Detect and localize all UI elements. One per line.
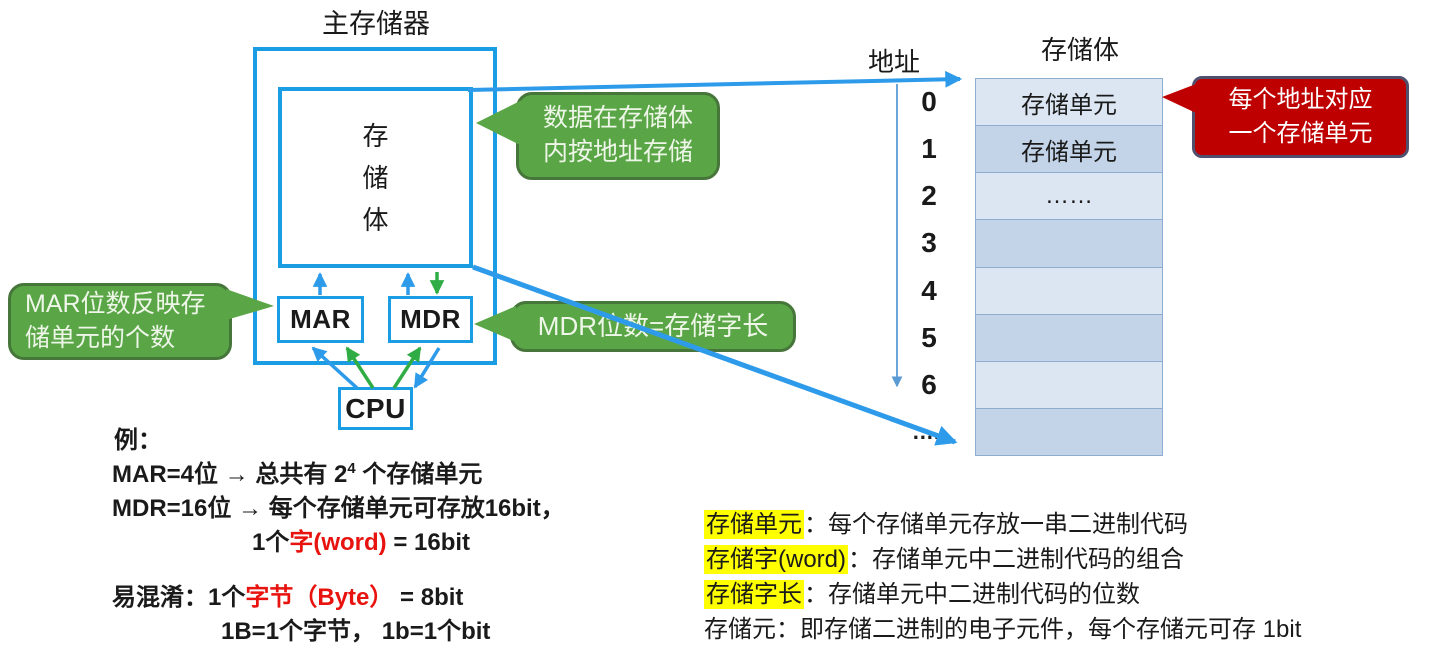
glossary-definition: 存储单元中二进制代码的组合 [872, 546, 1185, 573]
memory-row: 存储单元 [976, 79, 1162, 127]
cpu-label: CPU [345, 392, 406, 424]
address-label: 0 [921, 85, 937, 117]
callout-address-unit: 每个地址对应 一个存储单元 [1192, 76, 1409, 158]
memory-row [976, 267, 1162, 315]
byte-pre: 易混淆：1个 [112, 584, 246, 611]
memory-row [976, 361, 1162, 409]
glossary-definition: 每个存储单元存放一串二进制代码 [828, 511, 1188, 538]
glossary-sep: ： [776, 616, 800, 643]
glossary-term: 存储字(word) [704, 545, 849, 574]
memory-row [976, 408, 1162, 455]
address-label: 5 [921, 321, 937, 353]
address-label: ….. [911, 419, 947, 445]
word-post: = 16bit [386, 529, 471, 556]
mar-label: MAR [290, 304, 351, 334]
glossary-term: 存储字长 [704, 580, 804, 609]
glossary-item: 存储元：即存储二进制的电子元件，每个存储元可存 1bit [704, 612, 1301, 647]
callout-data-stored-by-address: 数据在存储体 内按地址存储 [516, 92, 720, 180]
arrow-bank-to-table-bottom [472, 264, 958, 446]
byte-post: = 8bit [393, 584, 464, 611]
example-heading: 例： [114, 427, 162, 454]
address-label: 2 [921, 180, 937, 212]
address-column-title: 地址 [868, 47, 921, 77]
callout-mar-bits: MAR位数反映存 储单元的个数 [8, 283, 232, 360]
mar-box: MAR [277, 296, 364, 343]
example-mar-text2: 个存储单元 [355, 461, 483, 488]
mdr-label: MDR [400, 304, 461, 334]
glossary-item: 存储字(word)：存储单元中二进制代码的组合 [704, 542, 1301, 577]
memory-row: …… [976, 173, 1162, 221]
mdr-box: MDR [388, 296, 473, 343]
memory-bank-label: 存 储 体 [362, 120, 389, 235]
glossary: 存储单元：每个存储单元存放一串二进制代码 存储字(word)：存储单元中二进制代… [704, 507, 1301, 647]
example-line-mdr: MDR=16位 → 每个存储单元可存放16bit， [112, 495, 565, 522]
arrow-bank-to-table-top [467, 70, 963, 92]
address-label: 6 [921, 369, 937, 401]
memory-row [976, 314, 1162, 362]
address-label: 4 [921, 274, 937, 306]
word-red: 字(word) [289, 529, 387, 556]
callout-mdr-bits: MDR位数=存储字长 [510, 301, 796, 352]
confusion-line-byte: 易混淆：1个字节（Byte） = 8bit [112, 577, 463, 612]
address-label: 1 [921, 132, 937, 164]
glossary-sep: ： [804, 581, 828, 608]
address-label: 3 [921, 227, 937, 259]
glossary-term: 存储单元 [704, 510, 804, 539]
address-column: 0 1 2 3 4 5 6 ….. [898, 78, 960, 456]
memory-bank-table: 存储单元 存储单元 …… [975, 78, 1163, 456]
glossary-item: 存储单元：每个存储单元存放一串二进制代码 [704, 507, 1301, 542]
example-mar-text: MAR=4位 → 总共有 2 [112, 461, 348, 488]
glossary-sep: ： [848, 546, 873, 573]
memory-bank-box: 存 储 体 [278, 87, 473, 268]
example-line-mar: MAR=4位 → 总共有 24 个存储单元 [112, 454, 482, 489]
word-pre: 1个 [252, 529, 290, 556]
confusion-line-bit: 1B=1个字节， 1b=1个bit [221, 618, 491, 645]
callout-address-pointer [1162, 84, 1196, 113]
exponent: 4 [347, 461, 356, 477]
glossary-definition: 存储单元中二进制代码的位数 [828, 581, 1140, 608]
memory-bank-table-title: 存储体 [1040, 35, 1119, 65]
glossary-item: 存储字长：存储单元中二进制代码的位数 [704, 577, 1301, 612]
cpu-box: CPU [338, 387, 413, 430]
main-memory-title: 主存储器 [322, 9, 430, 39]
example-line-word: 1个字(word) = 16bit [252, 522, 470, 557]
glossary-definition: 即存储二进制的电子元件，每个存储元可存 1bit [800, 616, 1302, 643]
memory-row: 存储单元 [976, 126, 1162, 174]
glossary-term: 存储元 [704, 616, 776, 643]
byte-red: 字节（Byte） [245, 584, 394, 611]
glossary-sep: ： [804, 511, 828, 538]
memory-row [976, 220, 1162, 268]
